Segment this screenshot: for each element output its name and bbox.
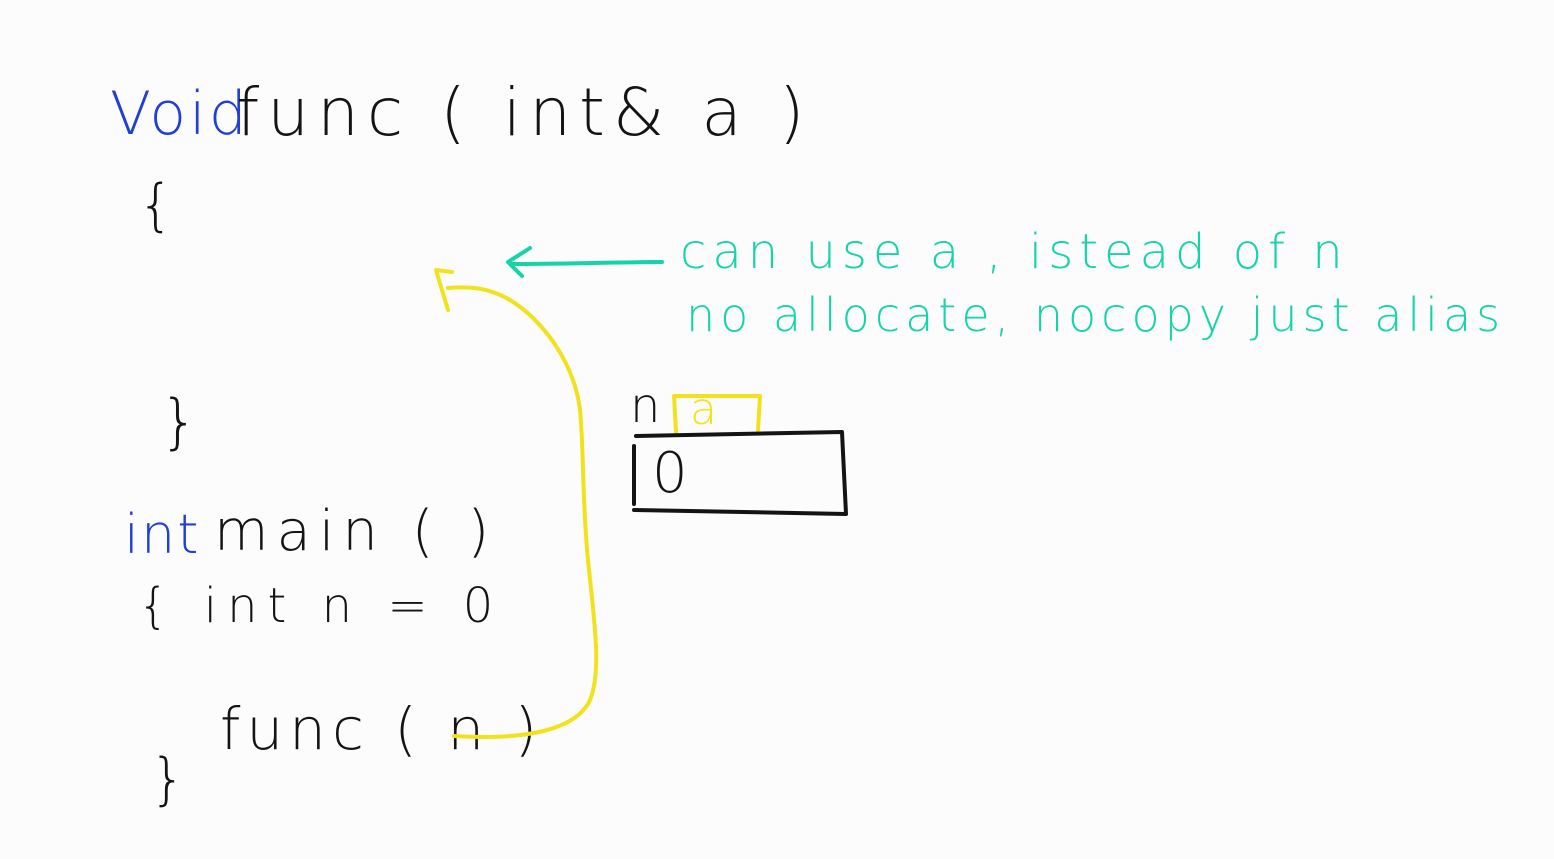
func-signature: func ( int& a ) [236,74,813,151]
int-keyword: int [124,503,201,566]
func-call-line: func ( n ) [220,695,544,763]
main-signature: main ( ) [214,499,498,564]
teal-arrow-icon [506,246,664,278]
memory-cell-box [632,430,848,516]
yellow-arrow-icon [434,268,599,739]
main-close-brace: } [150,747,192,812]
memory-cell-value: 0 [652,441,694,506]
void-keyword: Void [110,79,250,149]
note-line-2: no allocate, nocopy just alias [686,288,1506,342]
note-line-1: can use a , istead of n [680,224,1349,280]
func-open-brace: { [138,173,180,238]
alias-box [672,394,762,434]
memory-variable-label: n [630,378,667,434]
func-close-brace: } [160,387,205,457]
main-declaration-line: { int n = 0 [138,578,504,634]
